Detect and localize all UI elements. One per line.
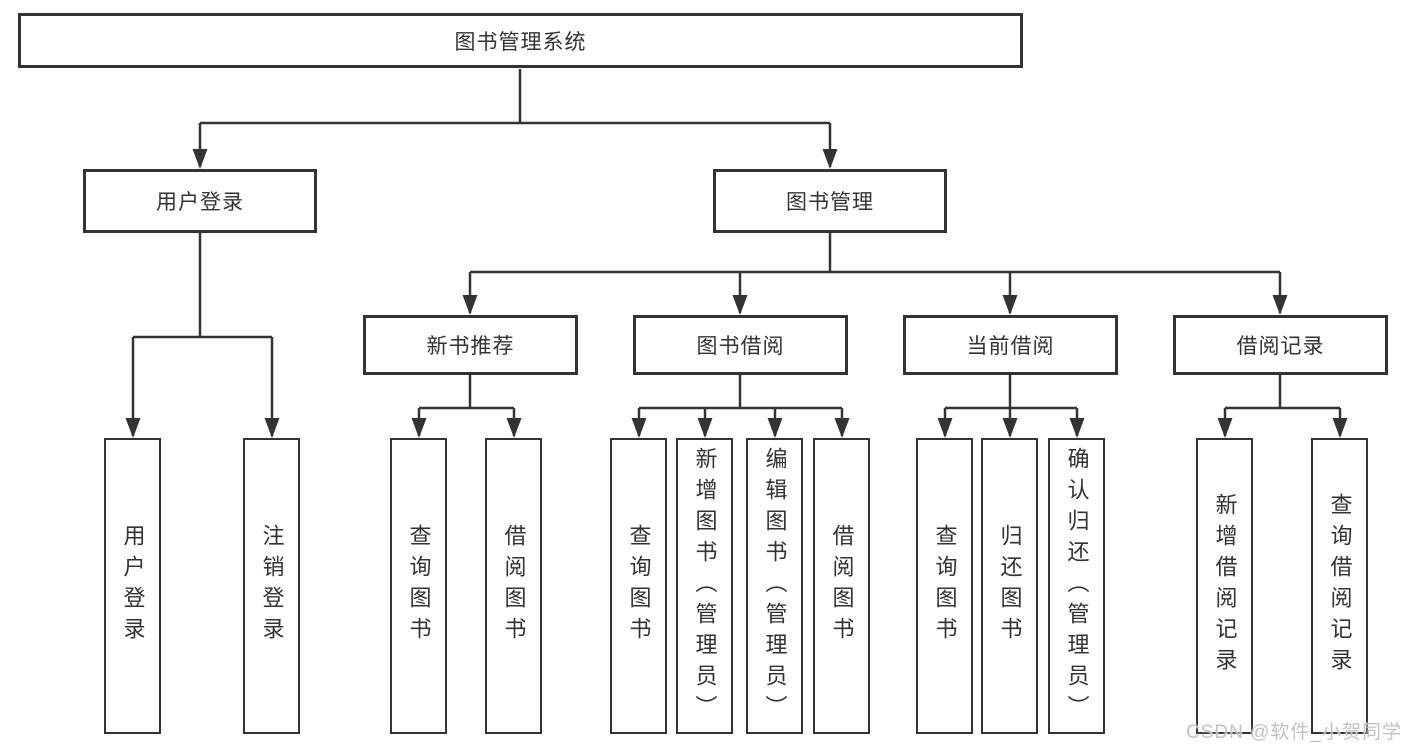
leaf-borrow-book: 借阅图书	[813, 438, 870, 734]
node-new-book-recommend: 新书推荐	[363, 315, 578, 375]
tree-edges	[131, 69, 1342, 436]
node-book-borrowing: 图书借阅	[633, 315, 848, 375]
leaf-add-borrow-record: 新增借阅记录	[1196, 438, 1253, 734]
node-library-management-system: 图书管理系统	[18, 13, 1023, 68]
leaf-edit-book-admin: 编辑图书（管理员）	[746, 438, 803, 734]
node-book-management: 图书管理	[713, 169, 947, 233]
csdn-watermark: CSDN @软件_小贺同学	[1186, 722, 1402, 743]
leaf-query-book-recommend: 查询图书	[390, 438, 447, 734]
leaf-logout: 注销登录	[243, 438, 300, 734]
leaf-query-book-current: 查询图书	[916, 438, 973, 734]
leaf-query-borrow-record: 查询借阅记录	[1311, 438, 1368, 734]
node-current-borrowing: 当前借阅	[903, 315, 1118, 375]
leaf-add-book-admin: 新增图书（管理员）	[676, 438, 733, 734]
arrowhead-icons	[125, 149, 1348, 438]
leaf-borrow-book-recommend: 借阅图书	[485, 438, 542, 734]
node-user-login: 用户登录	[83, 169, 317, 233]
leaf-return-book: 归还图书	[981, 438, 1038, 734]
leaf-confirm-return-admin: 确认归还（管理员）	[1048, 438, 1105, 734]
leaf-query-book-borrowing: 查询图书	[610, 438, 667, 734]
node-borrowing-records: 借阅记录	[1173, 315, 1388, 375]
leaf-user-login: 用户登录	[104, 438, 161, 734]
